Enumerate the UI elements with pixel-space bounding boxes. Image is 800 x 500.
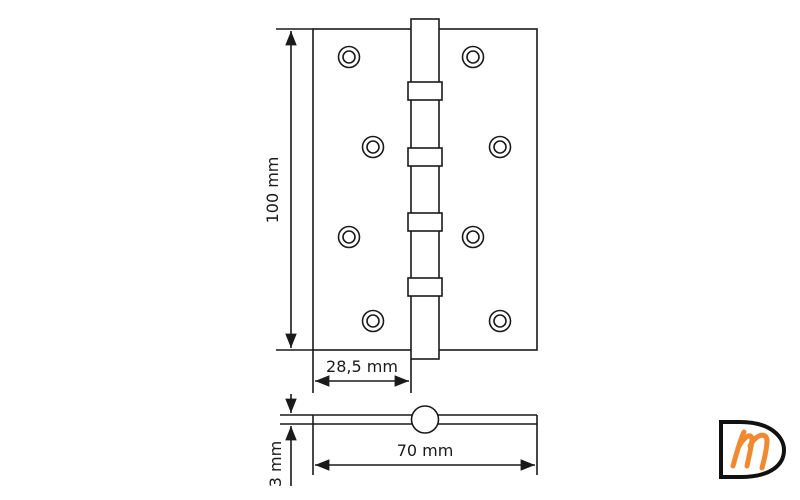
screw-hole [493, 314, 507, 328]
height-dimension: 100 mm [263, 28, 313, 351]
height-label: 100 mm [263, 157, 282, 224]
screw-hole [366, 140, 380, 154]
thickness-dimension: 3 mm [266, 394, 297, 487]
brand-logo [719, 420, 787, 479]
screw-hole [337, 45, 361, 69]
knuckle-band [407, 147, 443, 167]
knuckle-band [407, 277, 443, 297]
screw-holes [337, 45, 512, 333]
knuckle-bands [407, 81, 443, 297]
screw-hole [342, 230, 356, 244]
pin-section [410, 405, 440, 434]
screw-hole [461, 225, 485, 249]
width-label: 70 mm [397, 441, 454, 460]
hinge-side-view [280, 405, 538, 434]
screw-hole [461, 45, 485, 69]
thickness-label: 3 mm [266, 441, 285, 487]
screw-hole [361, 309, 385, 333]
screw-hole [337, 225, 361, 249]
screw-hole [366, 314, 380, 328]
hinge-pin [410, 18, 440, 360]
hinge-front-view [312, 18, 538, 360]
screw-hole [466, 50, 480, 64]
screw-hole [488, 135, 512, 159]
width-dimension: 70 mm [312, 415, 538, 475]
screw-hole [488, 309, 512, 333]
screw-hole [342, 50, 356, 64]
knuckle-offset-dimension: 28,5 mm [312, 350, 412, 393]
knuckle-band [407, 212, 443, 232]
knuckle-band [407, 81, 443, 101]
screw-hole [466, 230, 480, 244]
screw-hole [493, 140, 507, 154]
knuckle-offset-label: 28,5 mm [326, 357, 398, 376]
screw-hole [361, 135, 385, 159]
